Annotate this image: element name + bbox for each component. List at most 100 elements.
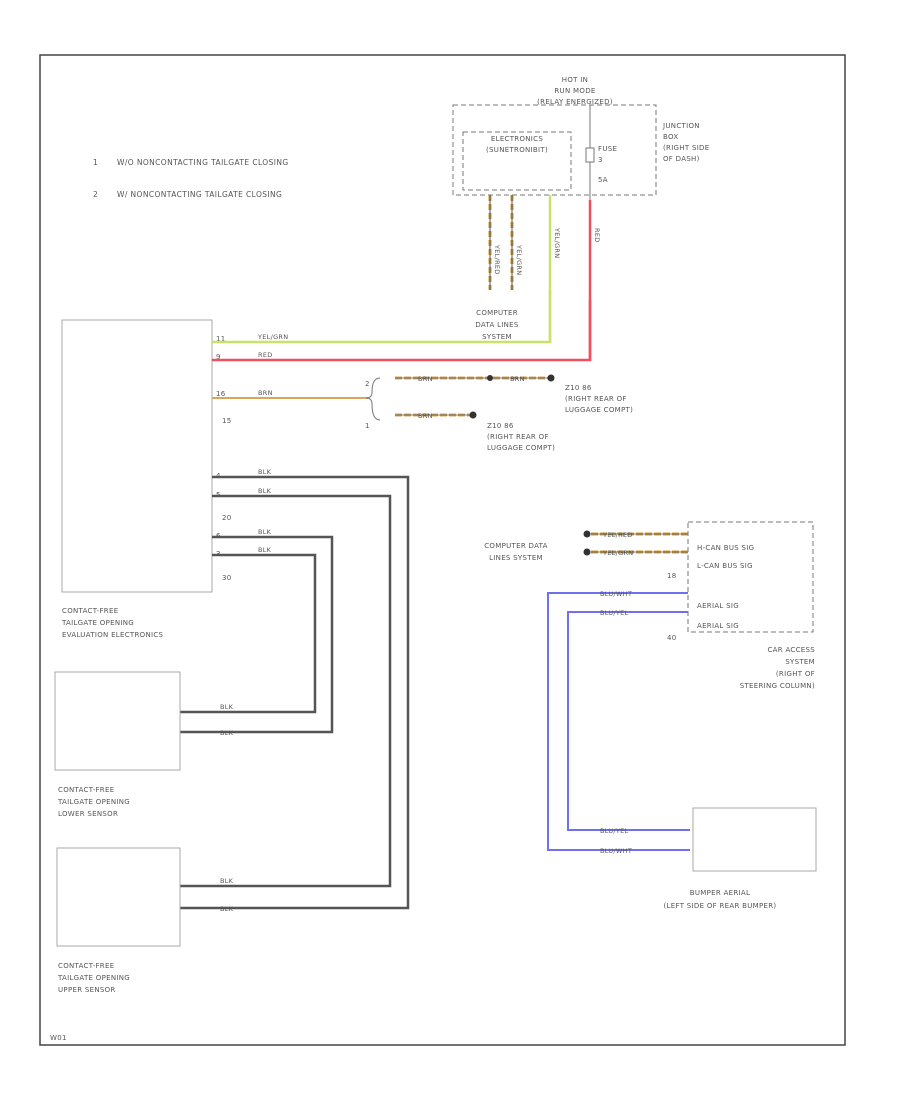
upper-sensor-name-3: UPPER SENSOR (58, 986, 116, 994)
legend: 1 W/O NONCONTACTING TAILGATE CLOSING 2 W… (93, 158, 289, 199)
fuse-symbol (585, 147, 595, 163)
wire-label-red: RED (258, 351, 273, 359)
ground-2-id: Z10 86 (487, 422, 514, 430)
computer-data-top-2: DATA LINES (475, 321, 519, 329)
pin-9: 9 (216, 353, 221, 361)
sensor-wire-labels: BLK BLK BLK BLK (258, 468, 272, 554)
wire-label-blk-3: BLK (258, 528, 272, 536)
pin-16: 16 (216, 390, 226, 398)
wire-label-red-vertical: RED (593, 228, 601, 243)
wire-label-blu-wht-top: BLU/WHT (600, 590, 632, 598)
wire-label-blk-4: BLK (258, 546, 272, 554)
pin-30: 30 (222, 574, 232, 582)
wire-label-blu-wht-bottom: BLU/WHT (600, 847, 632, 855)
legend-text-1: W/O NONCONTACTING TAILGATE CLOSING (117, 158, 289, 167)
splice-label-1: 1 (365, 422, 370, 430)
signal-aerial-2: AERIAL SIG (697, 622, 739, 630)
wire-label-brn-1: BRN (418, 375, 433, 383)
wire-label-blu-yel-bottom: BLU/YEL (600, 827, 629, 835)
sensor-wires (180, 475, 410, 910)
ground-2-loc-1: (RIGHT REAR OF (487, 433, 549, 441)
lower-sensor: BLK BLK CONTACT-FREE TAILGATE OPENING LO… (54, 671, 234, 818)
ground-1-loc-1: (RIGHT REAR OF (565, 395, 627, 403)
ground-point-2 (469, 411, 477, 419)
upper-sensor-name-2: TAILGATE OPENING (57, 974, 130, 982)
junction-wires: YEL/RED YEL/GRN YEL/GRN RED (488, 195, 601, 360)
wire-label-yelgrn-vertical-2: YEL/GRN (553, 227, 561, 258)
connector-dot (487, 375, 493, 381)
computer-data-top-1: COMPUTER (476, 309, 518, 317)
wire-label-blu-yel-top: BLU/YEL (600, 609, 629, 617)
upper-sensor-box (56, 847, 181, 947)
aerial-wires (547, 592, 690, 851)
pin-11: 11 (216, 335, 226, 343)
wire-label-brn-3: BRN (418, 412, 433, 420)
evaluation-module: CONTACT-FREE TAILGATE OPENING EVALUATION… (61, 319, 232, 639)
legend-text-2: W/ NONCONTACTING TAILGATE CLOSING (117, 190, 282, 199)
bumper-aerial-box (692, 807, 817, 872)
pin-15: 15 (222, 417, 232, 425)
electronics-label: ELECTRONICS (491, 135, 543, 143)
upper-sensor: BLK BLK CONTACT-FREE TAILGATE OPENING UP… (56, 847, 234, 994)
ground-2-loc-2: LUGGAGE COMPT) (487, 444, 555, 452)
computer-data-top-3: SYSTEM (482, 333, 512, 341)
eval-name-2: TAILGATE OPENING (61, 619, 134, 627)
splice-label-2: 2 (365, 380, 370, 388)
lower-sensor-box (54, 671, 181, 771)
lower-sensor-name-3: LOWER SENSOR (58, 810, 118, 818)
junction-location-2: BOX (663, 133, 678, 141)
wire-label-brn-2: BRN (510, 375, 525, 383)
ground-1-loc-2: LUGGAGE COMPT) (565, 406, 633, 414)
ground-1-id: Z10 86 (565, 384, 592, 392)
bumper-aerial-name-2: (LEFT SIDE OF REAR BUMPER) (664, 902, 777, 910)
wire-label-yelgrn-car: YEL/GRN (602, 549, 633, 557)
lower-sensor-wire-1: BLK (220, 703, 234, 711)
diagram-frame (39, 54, 846, 1046)
wire-label-blk-2: BLK (258, 487, 272, 495)
run-mode-label: RUN MODE (554, 87, 595, 95)
junction-location-3: (RIGHT SIDE (663, 144, 709, 152)
junction-box-outline (452, 104, 657, 196)
pin-20: 20 (222, 514, 232, 522)
wire-label-yelgrn-vertical-1: YEL/GRN (515, 244, 523, 275)
lower-sensor-wire-2: BLK (220, 729, 234, 737)
eval-name-1: CONTACT-FREE (62, 607, 118, 615)
fuse-amp: 5A (598, 176, 608, 184)
pin-18: 18 (667, 572, 677, 580)
pin-40: 40 (667, 634, 677, 642)
computer-data-lines-2: LINES SYSTEM (489, 554, 543, 562)
relay-label: (RELAY ENERGIZED) (537, 98, 613, 106)
signal-hcan: H-CAN BUS SIG (697, 544, 754, 552)
computer-data-lines-top: COMPUTER DATA LINES SYSTEM (475, 309, 519, 341)
wire-label-yelred-vertical: YEL/RED (493, 244, 501, 275)
fuse-number: 3 (598, 156, 603, 164)
evaluation-module-box (61, 319, 213, 593)
hot-label: HOT IN (562, 76, 588, 84)
car-access-box (687, 521, 814, 633)
car-access-name-2: SYSTEM (785, 658, 815, 666)
car-access-name-1: CAR ACCESS (767, 646, 815, 654)
lower-sensor-name-2: TAILGATE OPENING (57, 798, 130, 806)
diagram-code: W01 (50, 1034, 67, 1042)
eval-name-3: EVALUATION ELECTRONICS (62, 631, 164, 639)
wire-label-yelgrn: YEL/GRN (257, 333, 288, 341)
data-connector-dot-1 (583, 530, 591, 538)
upper-sensor-wire-2: BLK (220, 905, 234, 913)
legend-num-2: 2 (93, 190, 98, 199)
bumper-aerial-name-1: BUMPER AERIAL (690, 889, 750, 897)
wire-label-brn-module: BRN (258, 389, 273, 397)
electronics-sub-label: (SUNETRONIBIT) (486, 146, 548, 154)
junction-location-1: JUNCTION (662, 122, 700, 130)
junction-box: HOT IN RUN MODE (RELAY ENERGIZED) ELECTR… (452, 76, 709, 200)
lower-sensor-name-1: CONTACT-FREE (58, 786, 114, 794)
wire-label-yelred: YEL/RED (602, 531, 633, 539)
car-access-name-3: (RIGHT OF (776, 670, 815, 678)
car-access-name-4: STEERING COLUMN) (740, 682, 815, 690)
upper-sensor-wire-1: BLK (220, 877, 234, 885)
data-connector-dot-2 (583, 548, 591, 556)
junction-location-4: OF DASH) (663, 155, 700, 163)
aerial-wire-labels: BLU/WHT BLU/YEL BLU/YEL BLU/WHT (600, 590, 632, 855)
car-access-system: COMPUTER DATA LINES SYSTEM YEL/RED YEL/G… (484, 521, 815, 690)
fuse-label: FUSE (598, 145, 617, 153)
upper-sensor-name-1: CONTACT-FREE (58, 962, 114, 970)
